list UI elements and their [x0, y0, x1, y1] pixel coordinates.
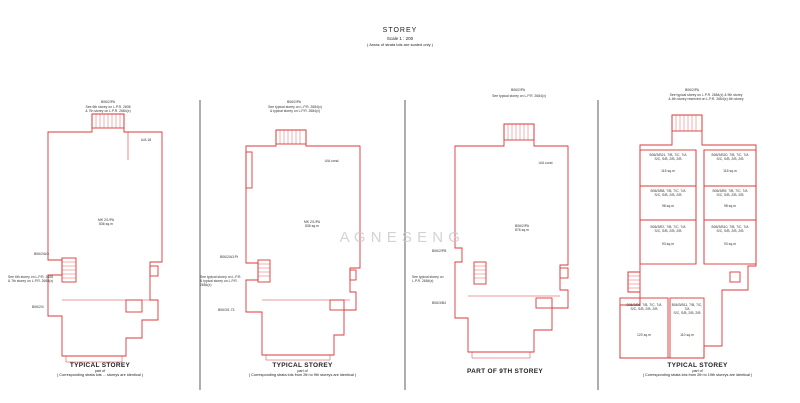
plan-4-unit-area: 93 sq.m: [661, 242, 675, 246]
plan-1-ramp: [65, 356, 123, 363]
plan-3-stair-top: [503, 123, 535, 141]
plan-1-top-note: See 6th storey on L.P.R. 2608 & 7th stor…: [85, 105, 131, 113]
plan-3-stair-left: [473, 261, 487, 285]
sheet-scale: Scale 1 : 200: [386, 36, 414, 41]
plan-4-unit-ref: B06/3/B6, 7/B, 7/C, 7/A S/C, S/B, 2/B, 2…: [626, 303, 662, 311]
plan-4-unit-area: 93 sq.m: [723, 242, 737, 246]
sheet-note: ( Areas of strata lots are scaled only ): [366, 42, 434, 47]
plan-3-stair-treads: [507, 124, 529, 140]
plan-2-caption-title: TYPICAL STOREY: [272, 362, 333, 369]
plan-2-stair-left: [257, 259, 271, 283]
plan-4-stair-top: [671, 114, 703, 132]
plan-3-ramp: [471, 352, 531, 359]
plan-4-unit-ref: B06/3/B21, 7/B, 7/C, 7/A S/C, S/B, 2/B, …: [649, 153, 687, 161]
plan-1-lift: [149, 265, 159, 277]
plan-2-lift: [349, 269, 357, 281]
plan-2-caption-note: ( Corresponding strata lots from 2th to …: [248, 373, 357, 377]
plan-4-unit-area: 115 sq.m: [661, 169, 675, 173]
plan-1-left-ref: B06/2/A/3: [34, 252, 49, 256]
plan-3-bottom-ref: B06/3/B4: [432, 301, 446, 305]
plan-2-caption: TYPICAL STOREY part of ( Corresponding s…: [205, 362, 400, 377]
plan-2-stair-left-treads: [258, 263, 270, 277]
plan-3-stair-left-treads: [474, 265, 486, 279]
plan-4-stair-treads: [675, 115, 697, 131]
plan-4-unit-h: [669, 297, 705, 359]
plan-4-caption: TYPICAL STOREY part of ( Corresponding s…: [600, 362, 795, 377]
plan-3-stair-note: See typical storey on L.P.R. 2684(x): [412, 275, 444, 283]
plan-4-top-note: See typical storey on L.P.R. 2684(x) & 9…: [668, 93, 744, 101]
plan-2-side-bay: [245, 151, 253, 189]
plan-1-caption-sub: part of: [94, 369, 106, 373]
plan-3: [454, 123, 569, 359]
plan-3-left-ref: B06/2/PB: [432, 249, 447, 253]
plan-1-top-ref: B06/2/PA: [100, 100, 116, 104]
plan-3-unit-label: U/A cond.: [538, 161, 554, 165]
plan-3-caption-title: PART OF 9TH STOREY: [467, 368, 543, 375]
plan-4-unit-area: 120 sq.m: [637, 333, 651, 337]
plan-4-unit-ref: B06/3/B10, 7/B, 7/C, 7/A S/C, S/B, 2/B, …: [711, 225, 749, 233]
plan-3-lift: [559, 267, 569, 279]
plan-2-left-ref: B06/2/A3.Pt: [220, 255, 239, 259]
plan-2-stair-top: [275, 129, 307, 145]
plan-4-lift: [729, 271, 741, 283]
plan-1-store: [125, 299, 143, 313]
plan-1-caption-title: TYPICAL STOREY: [69, 362, 131, 369]
plan-2-caption-sub: part of: [297, 369, 308, 373]
plan-2-unit-label: U/A cond.: [324, 159, 340, 163]
plan-2-stair-treads: [279, 130, 301, 144]
plan-4-caption-sub: part of: [692, 369, 703, 373]
plan-4-unit-area: 115 sq.m: [723, 169, 737, 173]
plan-4-top-ref: B06/2/PA: [684, 88, 700, 92]
plan-2-main-lot: MK 2/1/PA 836 sq.m: [304, 220, 320, 228]
plan-1-bottom-ref: B06/2/4: [32, 305, 44, 309]
plan-3-store: [535, 297, 553, 309]
plan-2-stair-note: See typical storey on L.P.R. & typical s…: [200, 275, 242, 287]
plan-1-main-lot: MK 2/1/PA 836 sq.m: [98, 218, 114, 226]
plan-4-unit-ref: B06/3/B8, 7/B, 7/C, 7/A S/C, S/B, 2/B, 2…: [650, 189, 686, 197]
plan-4-caption-title: TYPICAL STOREY: [667, 362, 728, 369]
plan-3-main-lot: B06/2/PA 876 sq.m: [514, 224, 530, 232]
sheet-title: STOREY: [382, 27, 418, 34]
plan-3-top-note: See typical storey on L.P.R. 2684(x): [492, 94, 546, 98]
watermark-text: A G N E S E N G: [339, 229, 461, 246]
plan-4-unit-ref: B06/3/B9, 7/B, 7/C, 7/A S/C, S/B, 2/B, 2…: [712, 189, 748, 197]
plan-2-top-ref: B06/2/PA: [286, 100, 302, 104]
plan-1-stair-note: See 6th storey on L.P.R. 2608 & 7th stor…: [8, 275, 54, 283]
plan-3-caption: PART OF 9TH STOREY: [420, 368, 590, 375]
plan-4-stair-left: [627, 271, 641, 293]
plan-4-unit-area: 98 sq.m: [661, 204, 675, 208]
plan-4-caption-note: ( Corresponding strata lots from 2th to …: [642, 373, 753, 377]
plan-4-unit-area: 110 sq.m: [680, 333, 694, 337]
plan-1-caption: TYPICAL STOREY part of ( Corresponding s…: [10, 362, 190, 377]
plan-4-unit-ref: B06/3/B7, 7/B, 7/C, 7/A S/C, S/B, 2/B, 2…: [650, 225, 686, 233]
plan-1: [47, 113, 163, 363]
plan-2: [245, 129, 361, 361]
plan-4: [619, 114, 757, 359]
plan-4-unit-area: 98 sq.m: [723, 204, 737, 208]
plan-4-unit-ref: B06/3/B11, 7/B, 7/C, 7/A S/C, S/B, 2/B, …: [671, 303, 703, 315]
plan-4-stair-left-treads: [628, 275, 640, 289]
plan-2-store: [329, 299, 345, 311]
plan-2-top-note: See typical storey on L.P.R. 2684(x) & t…: [268, 105, 322, 113]
plan-2-ramp: [265, 355, 331, 361]
plan-1-stair-left-treads: [62, 261, 76, 279]
plan-1-caption-note: ( Corresponding strata lots ... storeys …: [56, 373, 144, 377]
plan-2-bottom-ref: B06/3/1.73: [218, 308, 235, 312]
plan-4-unit-g: [619, 297, 669, 359]
plan-3-top-ref: B06/2/PA: [510, 88, 526, 92]
plan-4-unit-ref: B06/3/B20, 7/B, 7/C, 7/A S/C, S/B, 2/B, …: [711, 153, 749, 161]
plan-1-unit-label: U/A 18: [140, 138, 152, 142]
plan-1-stair-treads: [95, 114, 121, 128]
